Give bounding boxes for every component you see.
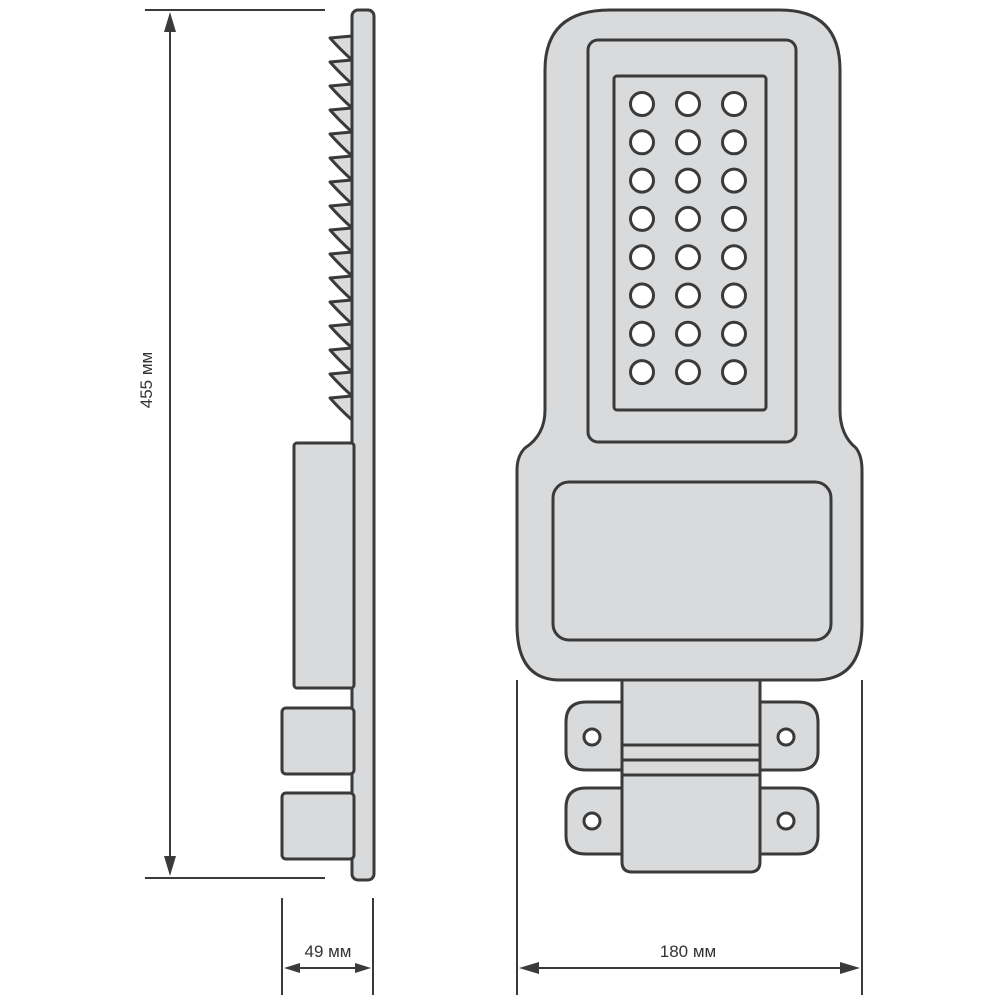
led — [675, 320, 701, 347]
clamp-bolt-lower-left — [582, 811, 602, 831]
heatsink-fin — [328, 82, 354, 110]
heatsink-fin — [328, 154, 354, 182]
heatsink-fin — [328, 370, 354, 398]
led — [675, 167, 701, 194]
led — [675, 91, 701, 117]
width-label: 180 мм — [660, 942, 716, 961]
heatsink-fin — [328, 106, 354, 134]
heatsink-fin — [328, 298, 354, 326]
led — [675, 205, 701, 232]
heatsink-fin — [328, 322, 354, 350]
led — [675, 129, 701, 156]
depth-arrow-right — [355, 963, 371, 973]
side-bracket-upper — [280, 706, 356, 776]
heatsink-fin — [328, 394, 354, 422]
led — [721, 91, 747, 117]
led — [629, 205, 655, 232]
led — [629, 167, 655, 194]
led — [721, 320, 747, 347]
heatsink-fin — [328, 34, 354, 62]
heatsink-fin — [328, 274, 354, 302]
led — [675, 282, 701, 309]
led — [629, 359, 655, 386]
clamp-bolt-upper-left — [582, 727, 602, 747]
led — [721, 359, 747, 386]
width-arrow-right — [840, 962, 860, 974]
led — [675, 244, 701, 271]
front-lower-panel — [551, 480, 833, 642]
clamp-bolt-lower-right — [776, 811, 796, 831]
heatsink-fin — [328, 130, 354, 158]
depth-dimension: 49 мм — [281, 898, 374, 995]
heatsink-fin — [328, 346, 354, 374]
led — [721, 282, 747, 309]
led — [629, 129, 655, 156]
led — [629, 282, 655, 309]
led — [629, 244, 655, 271]
side-bracket-lower — [280, 791, 356, 861]
side-view — [280, 8, 376, 882]
clamp-bolt-upper-right — [776, 727, 796, 747]
heatsink-fin — [328, 250, 354, 278]
width-dimension: 180 мм — [516, 680, 863, 995]
height-label: 455 мм — [137, 352, 156, 408]
depth-label: 49 мм — [304, 942, 351, 961]
led — [629, 320, 655, 347]
depth-arrow-left — [284, 963, 300, 973]
front-view — [515, 8, 864, 874]
led — [629, 91, 655, 117]
height-arrow-top — [164, 12, 176, 32]
side-driver-box — [292, 441, 356, 690]
led — [721, 205, 747, 232]
led — [675, 359, 701, 386]
heatsink-fin — [328, 202, 354, 230]
led-grid — [629, 91, 747, 386]
height-arrow-bottom — [164, 856, 176, 876]
side-heatsink-fins — [328, 34, 354, 422]
heatsink-fin — [328, 178, 354, 206]
led — [721, 167, 747, 194]
heatsink-fin — [328, 226, 354, 254]
led — [721, 129, 747, 156]
width-arrow-left — [519, 962, 539, 974]
led — [721, 244, 747, 271]
heatsink-fin — [328, 58, 354, 86]
height-dimension: 455 мм — [137, 9, 325, 879]
